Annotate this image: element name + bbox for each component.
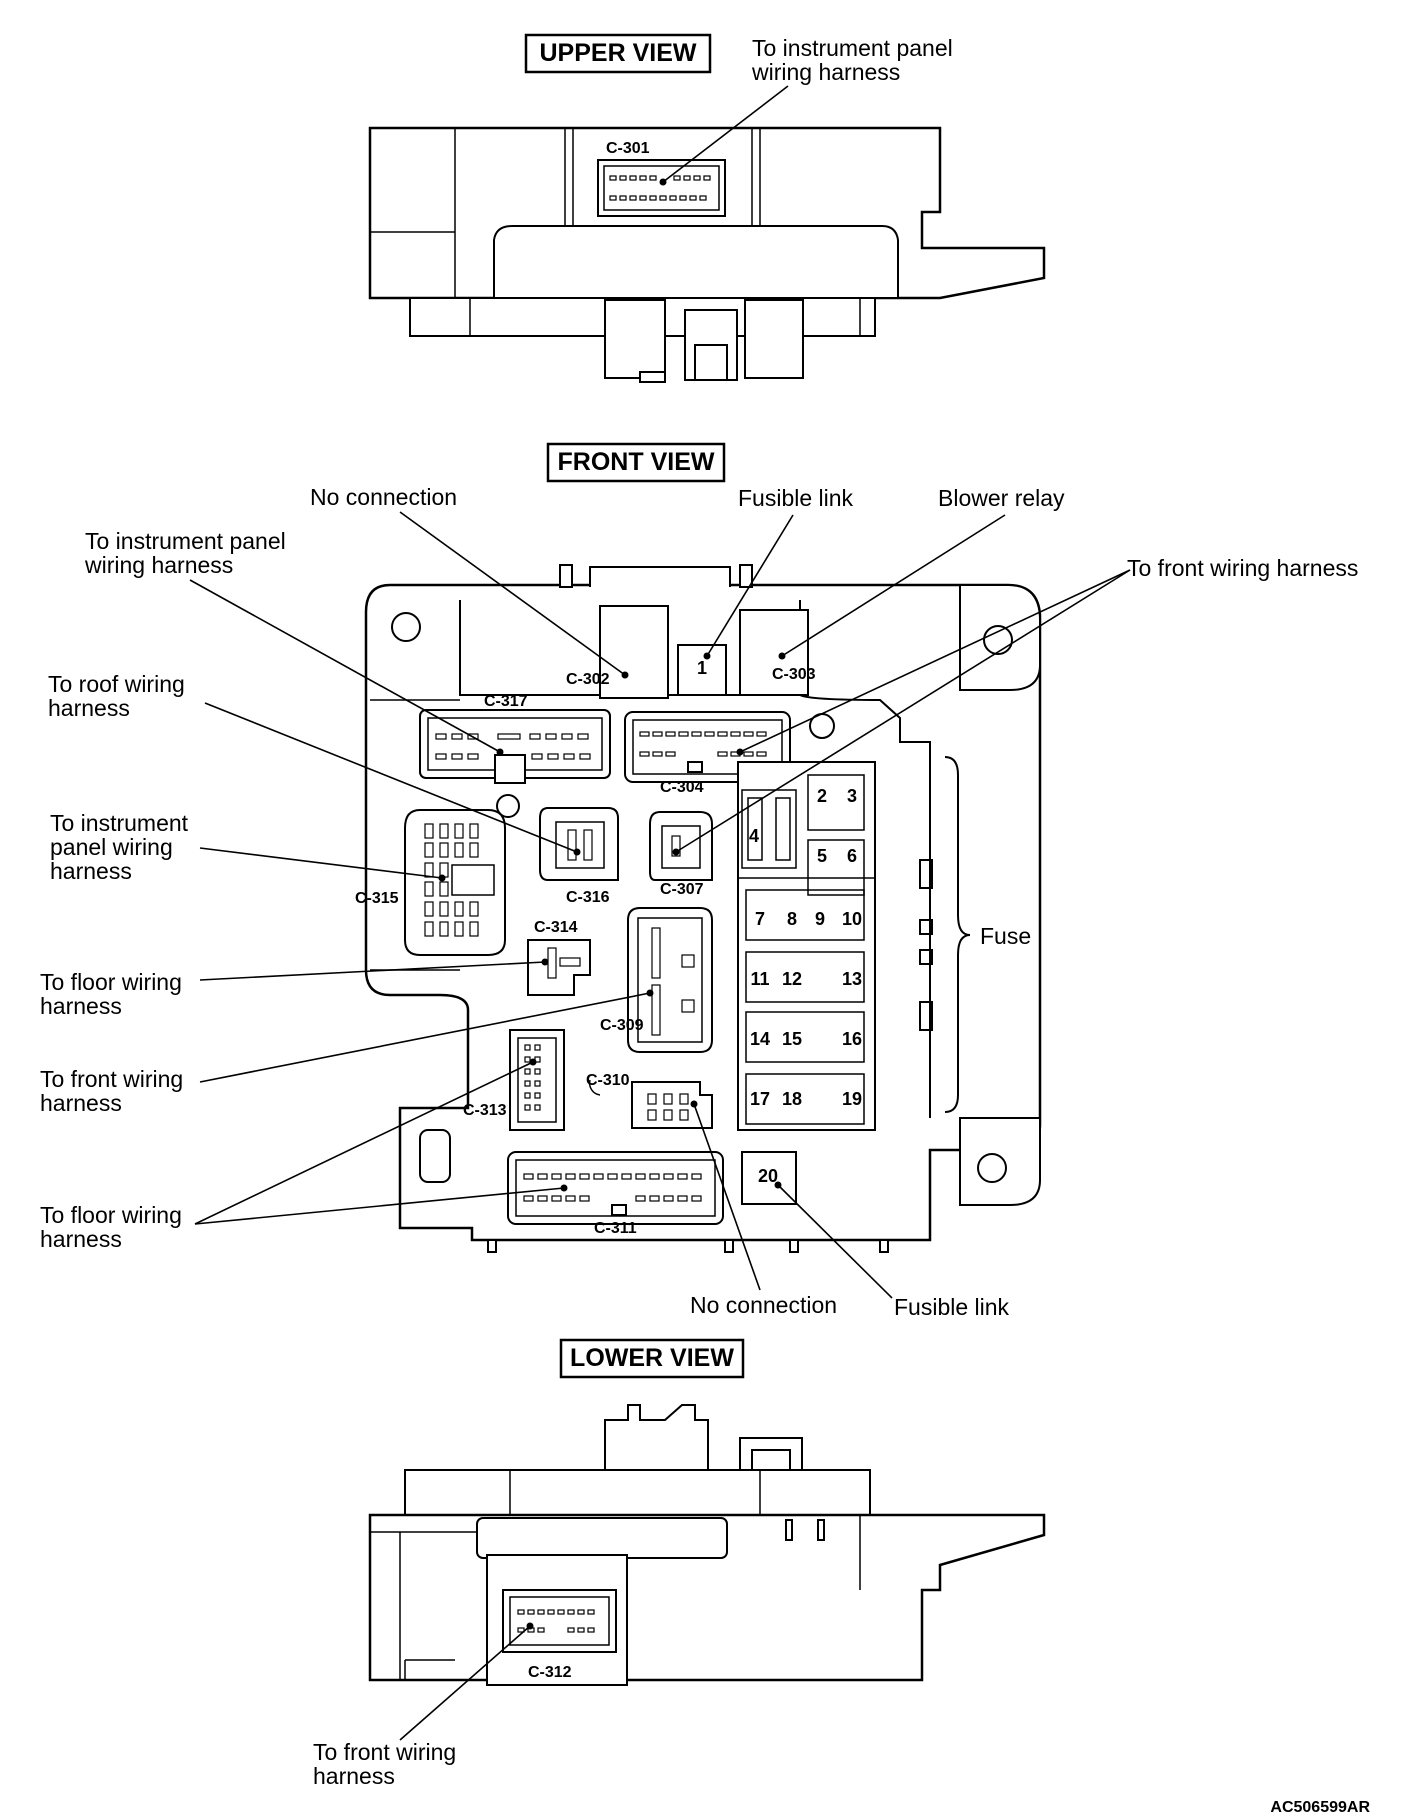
- front-fuse-8: 8: [787, 909, 797, 929]
- figure-code: AC506599AR: [1270, 1799, 1370, 1816]
- front-c314-connector: [527, 939, 591, 996]
- upper-c301-pins: [609, 175, 711, 201]
- front-fuse-7: 7: [755, 909, 765, 929]
- front-fuse-4: 4: [749, 826, 759, 846]
- front-label-instrument-panel-1a: To instrument panel: [85, 528, 286, 554]
- front-c302-block: [599, 605, 669, 699]
- front-view-title: FRONT VIEW: [558, 448, 715, 476]
- lower-lead-front-wiring: [399, 1625, 531, 1741]
- front-fuse-block: [737, 761, 876, 1131]
- front-c311-label: C-311: [594, 1220, 637, 1237]
- front-fuse-20-block: [741, 1151, 797, 1205]
- lower-view-title: LOWER VIEW: [570, 1344, 734, 1372]
- front-c313-pins: [524, 1044, 541, 1111]
- front-fuse-5: 5: [817, 846, 827, 866]
- upper-label-instrument-panel-2: wiring harness: [751, 59, 900, 85]
- front-fuse-1-block: [677, 644, 727, 696]
- front-c304-pins: [639, 731, 767, 773]
- front-fuse-9: 9: [815, 909, 825, 929]
- front-c316-label: C-316: [566, 889, 610, 906]
- front-label-roof-wiring-b: harness: [48, 695, 130, 721]
- front-fuse-brace: [944, 756, 971, 1113]
- front-label-front-wiring-right: To front wiring harness: [1127, 555, 1358, 581]
- front-fuse-cells: [738, 774, 875, 1125]
- front-view: FRONT VIEW C-302 1: [40, 442, 1358, 1320]
- front-fuse-12: 12: [782, 969, 802, 989]
- front-c309-label: C-309: [600, 1017, 644, 1034]
- front-label-front-wiring-left-a: To front wiring: [40, 1066, 183, 1092]
- front-fuse-14: 14: [750, 1029, 770, 1049]
- upper-view-title: UPPER VIEW: [540, 39, 697, 67]
- front-label-floor-wiring-2a: To floor wiring: [40, 1202, 182, 1228]
- upper-c301-connector: [597, 159, 726, 217]
- lower-c312-label: C-312: [528, 1664, 572, 1681]
- lower-c312-connector: [502, 1589, 617, 1653]
- front-c316-connector: [539, 807, 619, 881]
- front-fuse-1: 1: [697, 658, 707, 678]
- front-c310-label: C-310: [586, 1072, 630, 1089]
- upper-view: UPPER VIEW To instrument panel wiring ha…: [368, 33, 1046, 383]
- lower-view-title-box: [559, 1338, 745, 1379]
- front-label-floor-wiring-1b: harness: [40, 993, 122, 1019]
- front-fuse-20: 20: [758, 1166, 778, 1186]
- front-label-instrument-panel-2b: panel wiring: [50, 834, 173, 860]
- front-c311-pins: [523, 1173, 702, 1216]
- front-c303-block: [739, 609, 809, 696]
- upper-c301-label: C-301: [606, 140, 650, 157]
- lower-view: LOWER VIEW C-312 To front wiring harness: [313, 1338, 1046, 1789]
- front-label-fusible-link-bottom: Fusible link: [894, 1294, 1010, 1320]
- front-fuse-3: 3: [847, 786, 857, 806]
- front-c307-label: C-307: [660, 881, 704, 898]
- front-label-fuse: Fuse: [980, 923, 1031, 949]
- front-c303-label: C-303: [772, 666, 816, 683]
- front-fuse-16: 16: [842, 1029, 862, 1049]
- front-c315-label: C-315: [355, 890, 399, 907]
- front-leader-lines: [189, 511, 1131, 1299]
- upper-view-title-box: [524, 33, 712, 74]
- front-label-roof-wiring-a: To roof wiring: [48, 671, 185, 697]
- front-c317-label: C-317: [484, 693, 528, 710]
- front-fuse-10: 10: [842, 909, 862, 929]
- front-fuse-18: 18: [782, 1089, 802, 1109]
- front-fuse-11: 11: [750, 969, 769, 989]
- front-fuse-6: 6: [847, 846, 857, 866]
- front-fuse-19: 19: [842, 1089, 862, 1109]
- lower-label-front-wiring-b: harness: [313, 1763, 395, 1789]
- front-c314-label: C-314: [534, 919, 578, 936]
- upper-lead-instrument: [662, 85, 789, 183]
- front-label-no-connection-bottom: No connection: [690, 1292, 837, 1318]
- front-fuse-13: 13: [842, 969, 862, 989]
- front-c315-pins: [424, 823, 479, 937]
- front-fuse-15: 15: [782, 1029, 802, 1049]
- front-label-floor-wiring-1a: To floor wiring: [40, 969, 182, 995]
- front-label-instrument-panel-1b: wiring harness: [84, 552, 233, 578]
- front-label-fusible-link-top: Fusible link: [738, 485, 854, 511]
- front-label-blower-relay: Blower relay: [938, 485, 1065, 511]
- front-label-front-wiring-left-b: harness: [40, 1090, 122, 1116]
- front-c304-label: C-304: [660, 779, 704, 796]
- front-fuse-2: 2: [817, 786, 827, 806]
- lower-c312-pins: [517, 1609, 595, 1633]
- lower-label-front-wiring-a: To front wiring: [313, 1739, 456, 1765]
- front-view-title-box: [546, 442, 726, 483]
- front-label-no-connection-top: No connection: [310, 484, 457, 510]
- front-label-instrument-panel-2c: harness: [50, 858, 132, 884]
- front-c307-connector: [649, 811, 713, 881]
- upper-label-instrument-panel-1: To instrument panel: [752, 35, 953, 61]
- front-c302-label: C-302: [566, 671, 610, 688]
- front-label-floor-wiring-2b: harness: [40, 1226, 122, 1252]
- front-c313-label: C-313: [463, 1102, 507, 1119]
- front-label-instrument-panel-2a: To instrument: [50, 810, 189, 836]
- front-fuse-17: 17: [750, 1089, 770, 1109]
- front-c309-connector: [627, 907, 713, 1053]
